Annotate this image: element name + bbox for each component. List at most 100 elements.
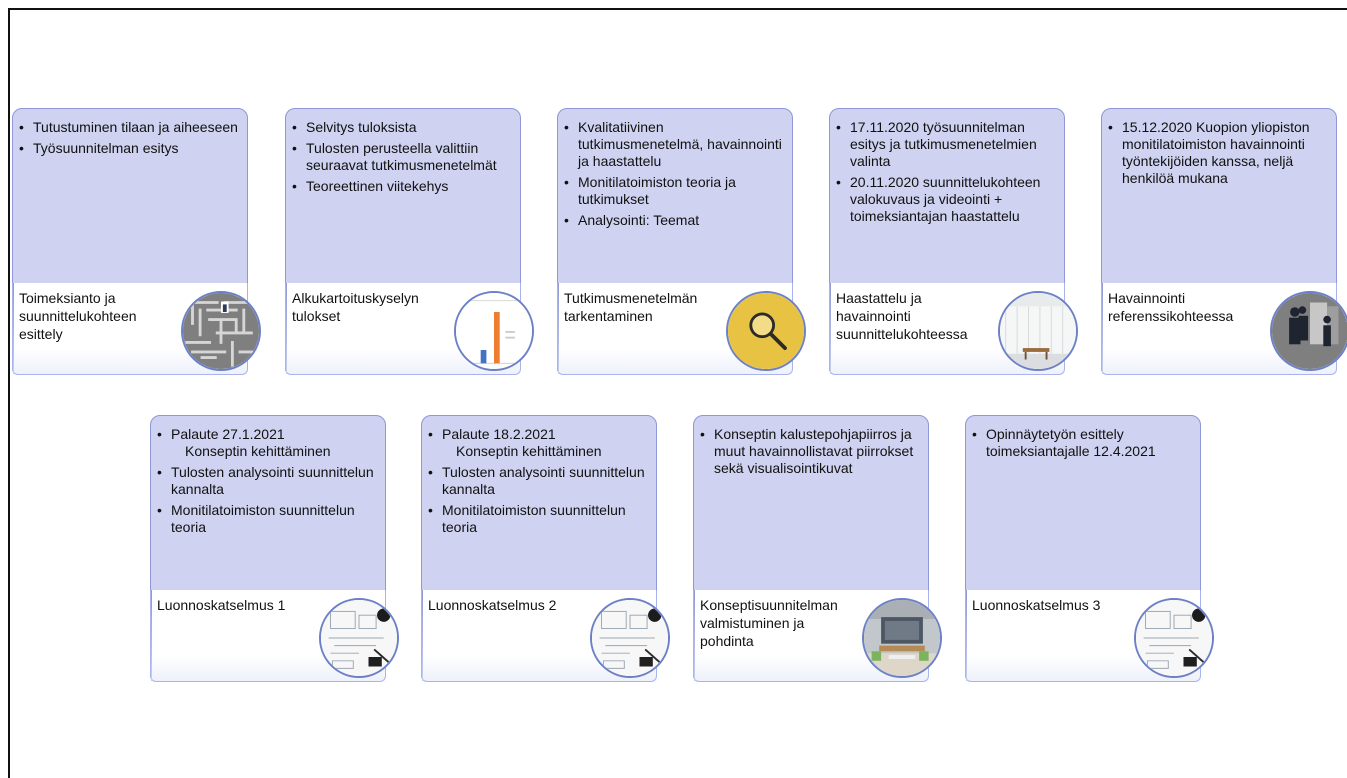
card-title: Alkukartoituskyselyn tulokset xyxy=(292,290,419,324)
bullet-list: • Tutustuminen tilaan ja aiheeseen • Työsu… xyxy=(19,119,241,157)
bullet-dot: • xyxy=(564,212,569,228)
bullet-dot: • xyxy=(428,502,433,518)
card-details: • 17.11.2020 työsuunnitelman esitys ja tu… xyxy=(829,108,1065,284)
bullet-dot: • xyxy=(564,119,569,135)
card-footer: Luonnoskatselmus 2 xyxy=(421,590,670,682)
card-footer: Tutkimusmenetelmän tarkentaminen xyxy=(557,283,806,375)
card-details: • Palaute 18.2.2021 Konseptin kehittämin… xyxy=(421,415,657,591)
bullet-text: Työsuunnitelman esitys xyxy=(33,140,179,156)
bullet-text: Opinnäytetyön esittely toimeksiantajalle… xyxy=(986,426,1156,459)
bullet-text: 20.11.2020 suunnittelukohteen valokuvaus… xyxy=(850,174,1041,224)
sketch-desk-image xyxy=(319,598,399,678)
card-title: Konseptisuunnitelman valmistuminen ja po… xyxy=(700,597,838,649)
card-footer: Havainnointi referenssikohteessa xyxy=(1101,283,1347,375)
magnifier-image xyxy=(726,291,806,371)
bullet-list: • Kvalitatiivinen tutkimusmenetelmä, hava… xyxy=(564,119,786,229)
bullet-item: • Tulosten analysointi suunnittelun kanna… xyxy=(157,464,379,498)
bullet-list: • Opinnäytetyön esittely toimeksiantajall… xyxy=(972,426,1194,460)
card-title: Havainnointi referenssikohteessa xyxy=(1108,290,1234,324)
bullet-item: • Tutustuminen tilaan ja aiheeseen xyxy=(19,119,241,136)
bullet-text: 17.11.2020 työsuunnitelman esitys ja tut… xyxy=(850,119,1037,169)
bullet-item: • Teoreettinen viitekehys xyxy=(292,178,514,195)
bullet-dot: • xyxy=(292,119,297,135)
maze-image xyxy=(181,291,261,371)
card-title: Luonnoskatselmus 3 xyxy=(972,597,1101,613)
bullet-item: • Palaute 18.2.2021 Konseptin kehittämin… xyxy=(428,426,650,460)
bullet-dot: • xyxy=(157,426,162,442)
bullet-text: Tulosten analysointi suunnittelun kannal… xyxy=(171,464,374,497)
bullet-text: Monitilatoimiston suunnittelun teoria xyxy=(442,502,626,535)
bullet-text: Tutustuminen tilaan ja aiheeseen xyxy=(33,119,238,135)
bar-chart-image xyxy=(454,291,534,371)
bullet-item: • Selvitys tuloksista xyxy=(292,119,514,136)
bullet-item: • Opinnäytetyön esittely toimeksiantajall… xyxy=(972,426,1194,460)
card-title: Toimeksianto ja suunnittelukohteen esitt… xyxy=(19,290,137,342)
bullet-item: • Tulosten perusteella valittiin seuraava… xyxy=(292,140,514,174)
card-details: • Tutustuminen tilaan ja aiheeseen • Työsu… xyxy=(12,108,248,284)
bullet-text: Kvalitatiivinen tutkimusmenetelmä, havai… xyxy=(578,119,782,169)
bullet-item: • Kvalitatiivinen tutkimusmenetelmä, hava… xyxy=(564,119,786,170)
bullet-text: 15.12.2020 Kuopion yliopiston monitilato… xyxy=(1122,119,1310,186)
bullet-item: • 20.11.2020 suunnittelukohteen valokuvau… xyxy=(836,174,1058,225)
bullet-dot: • xyxy=(428,426,433,442)
card-title: Tutkimusmenetelmän tarkentaminen xyxy=(564,290,698,324)
sketch-desk-image xyxy=(1134,598,1214,678)
bullet-dot: • xyxy=(19,119,24,135)
bullet-dot: • xyxy=(836,119,841,135)
room-render-image xyxy=(862,598,942,678)
bullet-text: Konseptin kalustepohjapiirros ja muut ha… xyxy=(714,426,914,476)
bullet-item: • Työsuunnitelman esitys xyxy=(19,140,241,157)
sketch-desk-image xyxy=(590,598,670,678)
bullet-list: • 15.12.2020 Kuopion yliopiston monitilat… xyxy=(1108,119,1330,187)
bullet-dot: • xyxy=(836,174,841,190)
card-details: • Kvalitatiivinen tutkimusmenetelmä, hava… xyxy=(557,108,793,284)
bullet-dot: • xyxy=(972,426,977,442)
card-footer: Konseptisuunnitelman valmistuminen ja po… xyxy=(693,590,942,682)
bullet-text: Monitilatoimiston suunnittelun teoria xyxy=(171,502,355,535)
bullet-text: Monitilatoimiston teoria ja tutkimukset xyxy=(578,174,736,207)
bullet-item: • 17.11.2020 työsuunnitelman esitys ja tu… xyxy=(836,119,1058,170)
bullet-item: • Monitilatoimiston teoria ja tutkimukset xyxy=(564,174,786,208)
bullet-list: • 17.11.2020 työsuunnitelman esitys ja tu… xyxy=(836,119,1058,225)
bullet-dot: • xyxy=(292,178,297,194)
bullet-subtext: Konseptin kehittäminen xyxy=(185,443,331,459)
bullet-subtext: Konseptin kehittäminen xyxy=(456,443,602,459)
bullet-list: • Selvitys tuloksista • Tulosten perusteel… xyxy=(292,119,514,195)
bullet-dot: • xyxy=(564,174,569,190)
card-details: • Palaute 27.1.2021 Konseptin kehittämin… xyxy=(150,415,386,591)
bullet-item: • Konseptin kalustepohjapiirros ja muut h… xyxy=(700,426,922,477)
bullet-text: Analysointi: Teemat xyxy=(578,212,700,228)
card-footer: Haastattelu ja havainnointi suunnitteluk… xyxy=(829,283,1078,375)
bullet-text: Teoreettinen viitekehys xyxy=(306,178,449,194)
card-footer: Toimeksianto ja suunnittelukohteen esitt… xyxy=(12,283,261,375)
bullet-text: Tulosten analysointi suunnittelun kannal… xyxy=(442,464,645,497)
card-title: Haastattelu ja havainnointi suunnitteluk… xyxy=(836,290,968,342)
card-title: Luonnoskatselmus 1 xyxy=(157,597,286,613)
bullet-list: • Palaute 18.2.2021 Konseptin kehittämin… xyxy=(428,426,650,536)
card-title: Luonnoskatselmus 2 xyxy=(428,597,557,613)
card-footer: Luonnoskatselmus 1 xyxy=(150,590,399,682)
bullet-item: • Analysointi: Teemat xyxy=(564,212,786,229)
bullet-item: •Tulosten analysointi suunnittelun kanna… xyxy=(428,464,650,498)
bullet-list: • Palaute 27.1.2021 Konseptin kehittämin… xyxy=(157,426,379,536)
bullet-dot: • xyxy=(157,502,162,518)
bullet-dot: • xyxy=(157,464,162,480)
bullet-dot: • xyxy=(19,140,24,156)
bullet-item: • Monitilatoimiston suunnittelun teoria xyxy=(428,502,650,536)
bullet-item: • Palaute 27.1.2021 Konseptin kehittämin… xyxy=(157,426,379,460)
bullet-dot: • xyxy=(292,140,297,156)
people-image xyxy=(1270,291,1347,371)
card-details: • 15.12.2020 Kuopion yliopiston monitilat… xyxy=(1101,108,1337,284)
bullet-text: Palaute 18.2.2021 xyxy=(442,426,556,442)
bullet-text: Tulosten perusteella valittiin seuraavat… xyxy=(306,140,497,173)
bullet-item: • 15.12.2020 Kuopion yliopiston monitilat… xyxy=(1108,119,1330,187)
bullet-dot: • xyxy=(1108,119,1113,135)
card-details: • Selvitys tuloksista • Tulosten perusteel… xyxy=(285,108,521,284)
bullet-text: Selvitys tuloksista xyxy=(306,119,417,135)
office-window-image xyxy=(998,291,1078,371)
bullet-text: Palaute 27.1.2021 xyxy=(171,426,285,442)
bullet-item: • Monitilatoimiston suunnittelun teoria xyxy=(157,502,379,536)
card-footer: Alkukartoituskyselyn tulokset xyxy=(285,283,534,375)
card-details: • Opinnäytetyön esittely toimeksiantajall… xyxy=(965,415,1201,591)
bullet-dot: • xyxy=(700,426,705,442)
